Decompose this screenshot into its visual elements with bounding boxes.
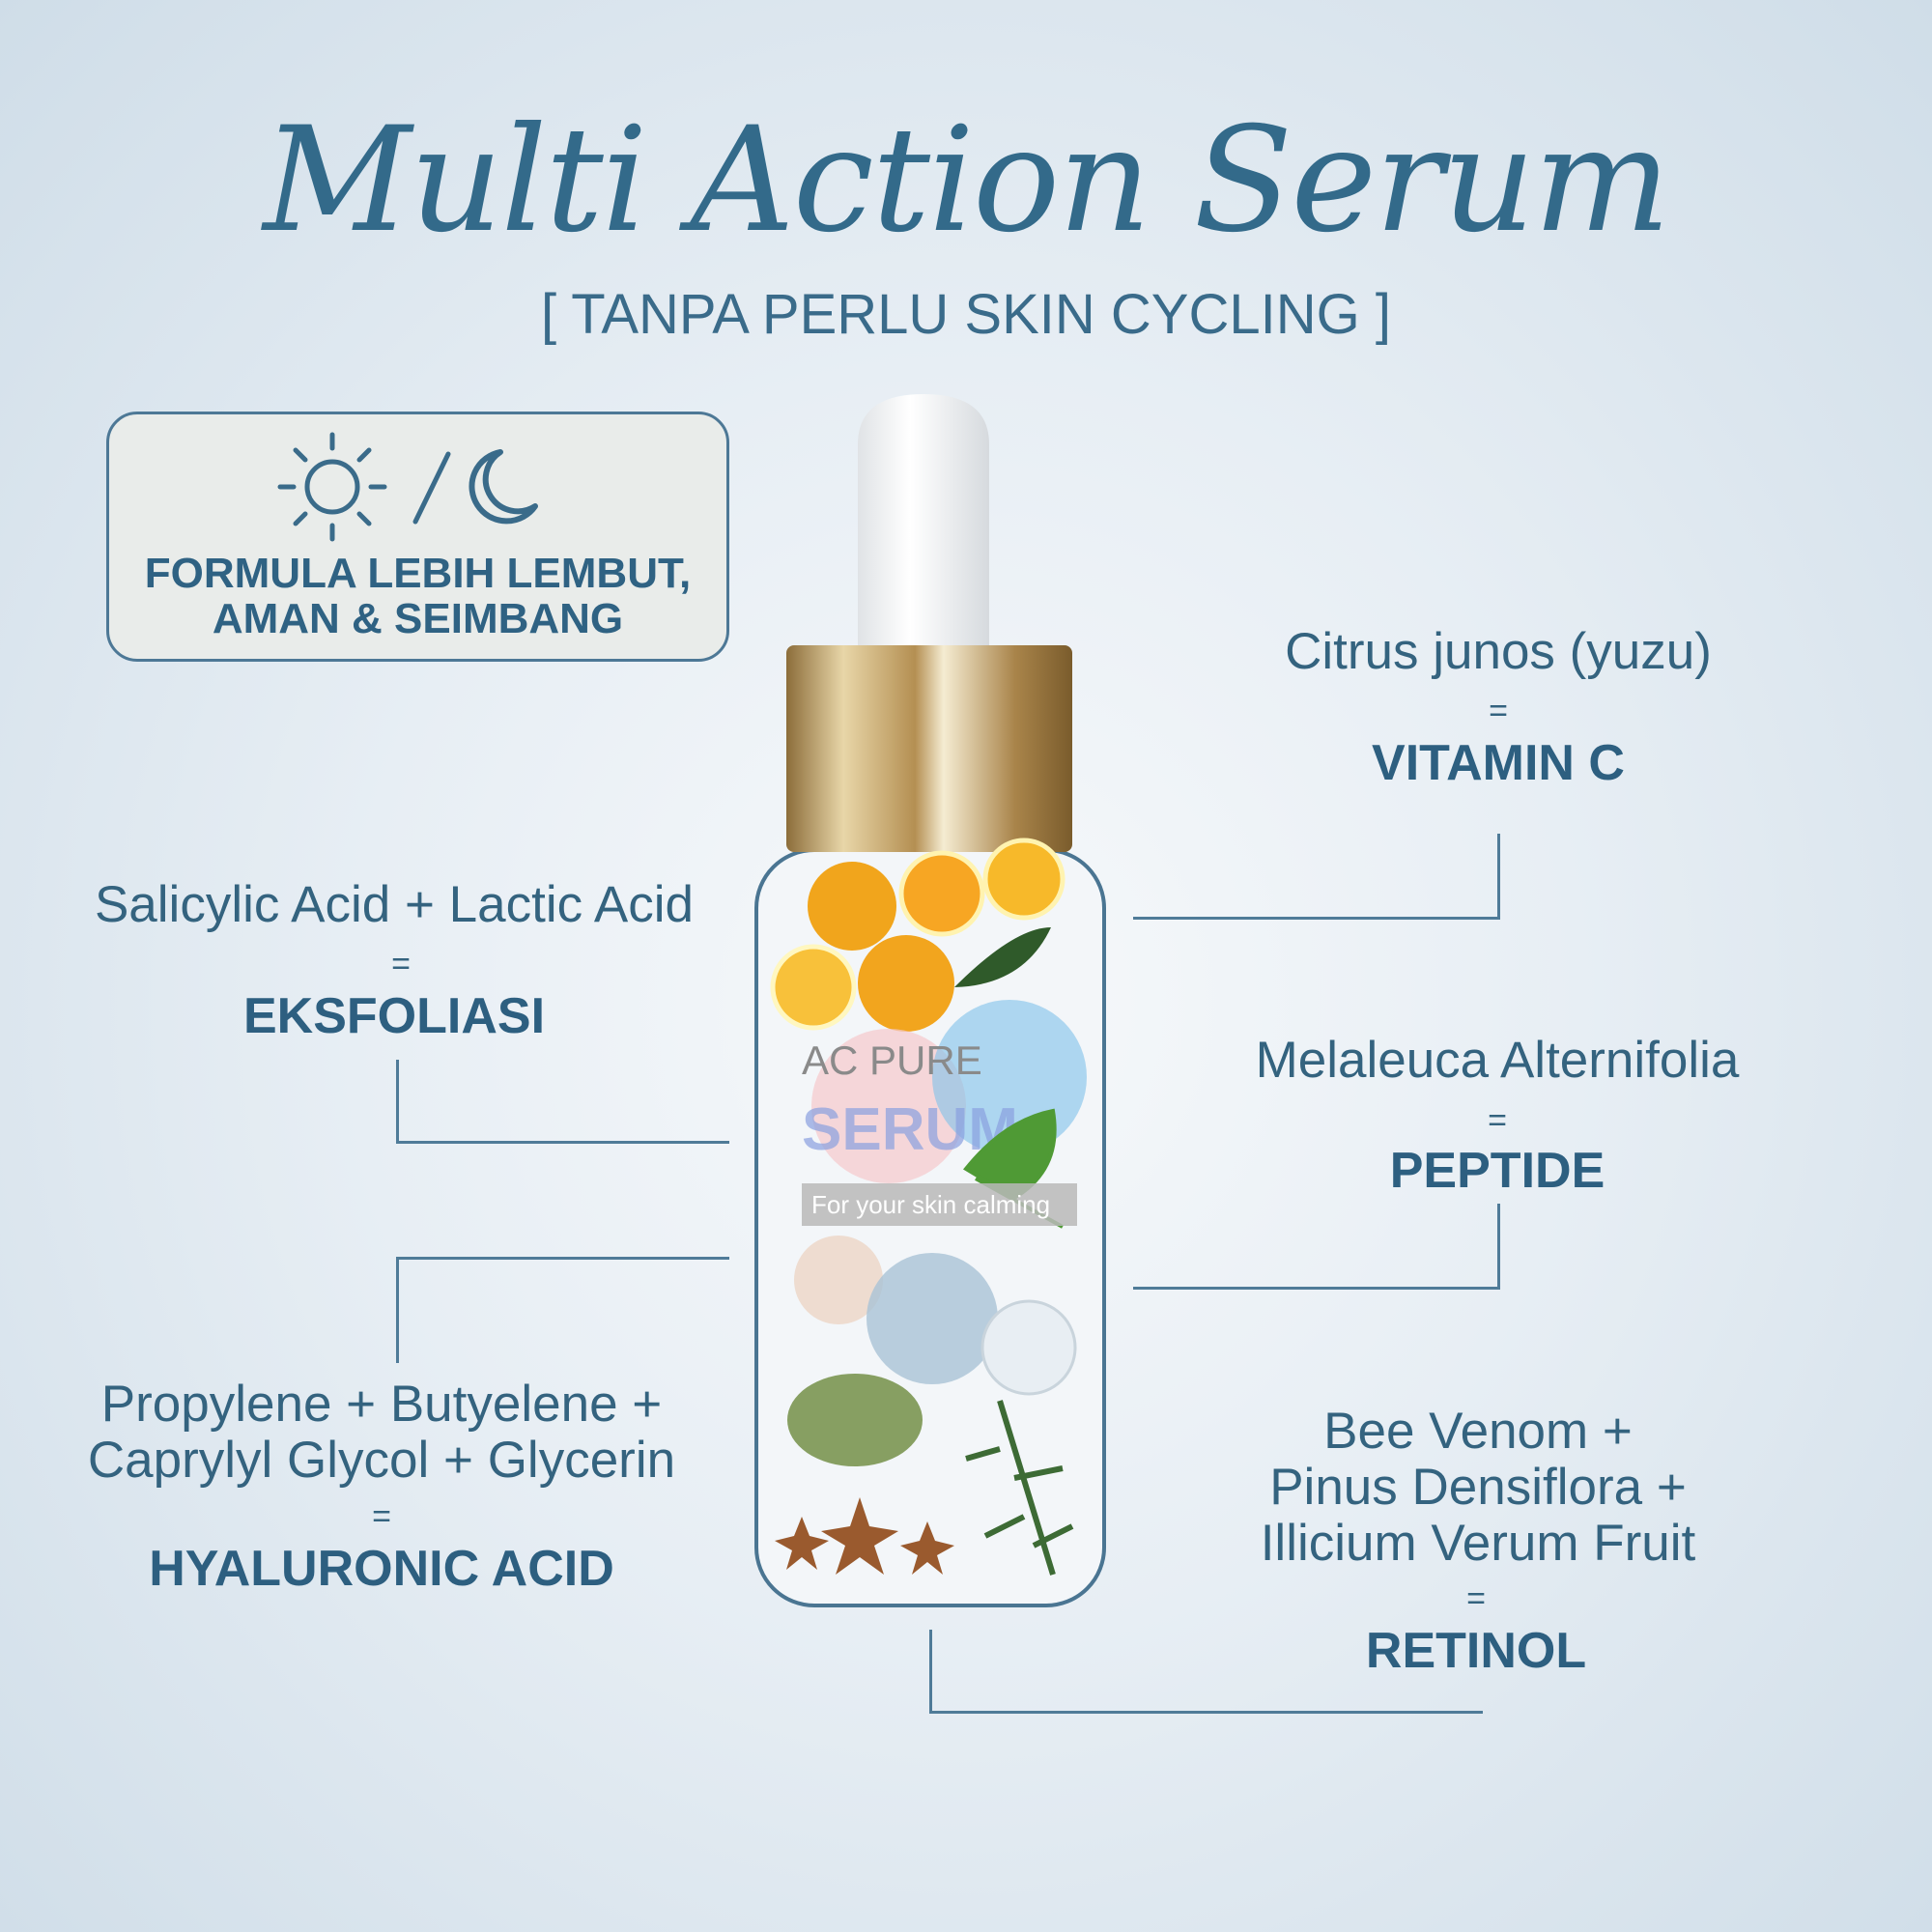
vitamin-c-result: VITAMIN C <box>1372 735 1625 791</box>
star-anise <box>775 1497 954 1575</box>
clear-bubble <box>980 1299 1077 1396</box>
badge-line-2: AMAN & SEIMBANG <box>212 595 624 642</box>
peptide-source: Melaleuca Alternifolia <box>1255 1032 1740 1089</box>
eksfoliasi-result: EKSFOLIASI <box>242 988 546 1044</box>
peptide-equals: = <box>1488 1102 1507 1139</box>
hyaluronic-source: Propylene + Butyelene + Caprylyl Glycol … <box>0 1377 768 1489</box>
oil-droplet <box>794 1236 883 1324</box>
retinol-line-1: Bee Venom + <box>1323 1403 1633 1460</box>
connector-line <box>1497 834 1500 920</box>
hyaluronic-result: HYALURONIC ACID <box>149 1541 614 1597</box>
vitamin-c-source: Citrus junos (yuzu) <box>1285 623 1712 680</box>
vitamin-c-equals: = <box>1489 693 1508 729</box>
pine-branch <box>965 1400 1074 1576</box>
badge-line-1: FORMULA LEBIH LEMBUT, <box>144 550 692 597</box>
connector-line <box>396 1060 399 1144</box>
connector-line <box>396 1257 399 1363</box>
sun-moon-icons <box>277 432 538 542</box>
retinol-line-3: Illicium Verum Fruit <box>1260 1515 1696 1572</box>
pink-bubbles <box>811 1029 966 1183</box>
eksfoliasi-source: Salicylic Acid + Lactic Acid <box>94 876 695 933</box>
retinol-source: Bee Venom + Pinus Densiflora + Illicium … <box>1092 1404 1864 1572</box>
hyaluronic-line-1: Propylene + Butyelene + <box>100 1376 663 1433</box>
page-title: Multi Action Serum <box>263 97 1670 265</box>
gold-cap <box>786 645 1072 852</box>
bottle-label-band <box>802 1183 1077 1226</box>
connector-line <box>1133 917 1500 920</box>
connector-line <box>1497 1204 1500 1290</box>
serum-bottle: AC PURE SERUM For your skin calming <box>754 394 1106 1607</box>
bottle-label-1: AC PURE <box>802 1037 982 1083</box>
connector-line <box>396 1257 729 1260</box>
connector-line <box>396 1141 729 1144</box>
connector-line <box>929 1630 932 1714</box>
water-bubble <box>867 1253 998 1384</box>
eksfoliasi-equals: = <box>391 946 411 982</box>
connector-line <box>1133 1287 1500 1290</box>
connector-line <box>929 1711 1483 1714</box>
moon-icon <box>469 449 538 525</box>
bee-image <box>787 1374 923 1466</box>
hyaluronic-equals: = <box>372 1498 391 1535</box>
bottle-label-3: For your skin calming <box>811 1190 1050 1219</box>
slash-divider <box>412 451 451 525</box>
page-subtitle: [ TANPA PERLU SKIN CYCLING ] <box>541 283 1391 346</box>
hyaluronic-line-2: Caprylyl Glycol + Glycerin <box>87 1432 676 1489</box>
retinol-line-2: Pinus Densiflora + <box>1269 1459 1687 1516</box>
badge-text: FORMULA LEBIH LEMBUT, AMAN & SEIMBANG <box>106 551 729 641</box>
dropper-bulb <box>858 394 989 647</box>
sun-icon <box>277 432 387 542</box>
citrus-fruits <box>770 838 1065 1032</box>
peptide-result: PEPTIDE <box>1389 1143 1605 1199</box>
retinol-equals: = <box>1466 1580 1486 1617</box>
retinol-result: RETINOL <box>1365 1623 1587 1679</box>
formula-badge <box>106 412 729 662</box>
